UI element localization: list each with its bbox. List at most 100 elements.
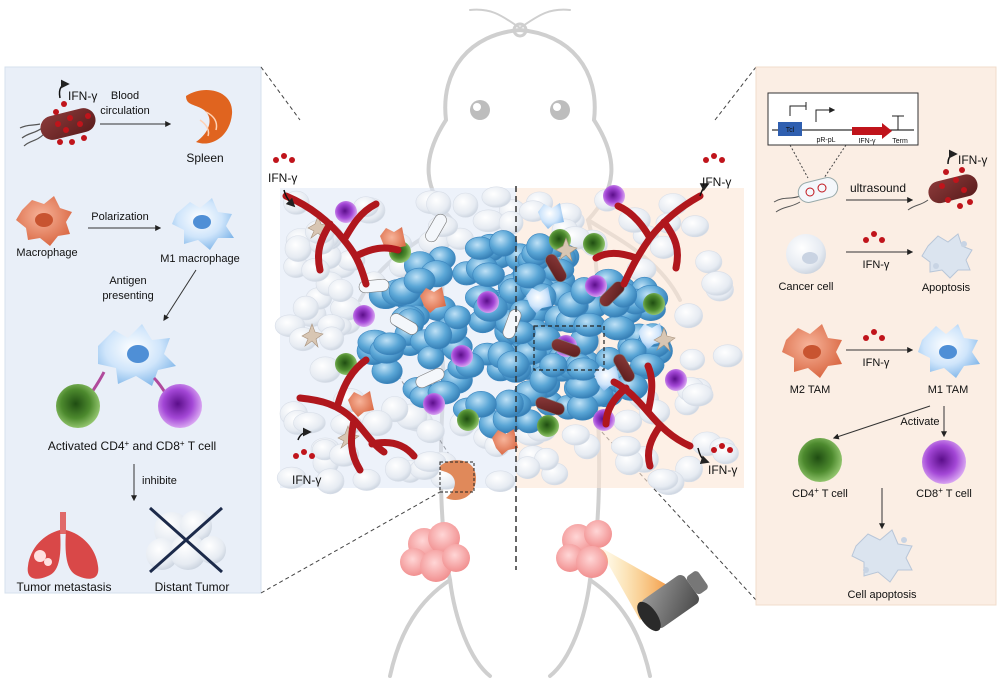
tissue-macrophage xyxy=(538,203,564,229)
ifng-arrow-label-2: IFN-γ xyxy=(863,357,890,369)
ifn-dot xyxy=(703,157,709,163)
cd4-t-cell-icon-left xyxy=(56,384,100,428)
tissue-normal-cell xyxy=(681,215,710,238)
tissue-tumor-cell xyxy=(539,353,568,378)
m2-tam-label: M2 TAM xyxy=(790,384,831,396)
ifn-release-arrow xyxy=(297,427,312,441)
tissue-immune-cell xyxy=(585,275,607,297)
cancer-cell-label: Cancer cell xyxy=(778,281,833,293)
tumor-left-icon xyxy=(400,522,470,582)
zoom-box-center xyxy=(533,325,605,371)
tissue-tumor-cell xyxy=(472,262,505,287)
tissue-blood-vessel xyxy=(592,192,704,288)
tissue-blood-vessel xyxy=(602,362,694,470)
tissue-immune-cell xyxy=(603,185,625,207)
tissue-immune-cell xyxy=(665,369,687,391)
apc-cell-icon xyxy=(98,324,176,386)
cd8-t-cell-icon-right xyxy=(922,440,966,484)
tissue-macrophage xyxy=(492,429,518,455)
blood-circulation-label-2: circulation xyxy=(100,105,150,117)
left-panel-background xyxy=(4,66,262,594)
ifn-dot xyxy=(711,153,717,159)
tissue-tumor-cell xyxy=(601,315,636,341)
mouse-eye-right xyxy=(550,100,570,120)
cd8-t-cell-label: CD8+ T cell xyxy=(916,486,972,501)
cd4-t-cell-label: CD4+ T cell xyxy=(792,486,848,501)
spleen-label: Spleen xyxy=(186,151,223,165)
tissue-tumor-cell xyxy=(489,230,518,257)
ifn-dot xyxy=(273,157,279,163)
tissue-normal-cell xyxy=(712,442,739,465)
tissue-macrophage xyxy=(526,287,552,313)
tissue-normal-cell xyxy=(316,468,345,495)
tissue-immune-cell xyxy=(537,415,559,437)
ifn-dot xyxy=(293,453,299,459)
circuit-promoter-label: pR-pL xyxy=(816,137,835,144)
tissue-normal-cell xyxy=(695,250,723,274)
inhibite-label: inhibite xyxy=(142,475,177,487)
tissue-normal-cell xyxy=(328,278,354,303)
circuit-gene-label: IFN-γ xyxy=(858,138,876,145)
spleen-small-icon xyxy=(439,460,476,500)
tissue-dendritic-cell xyxy=(301,323,324,348)
apoptotic-cell-icon xyxy=(921,233,973,279)
ifn-release-arrow xyxy=(697,447,710,464)
cd8-t-cell-icon-left xyxy=(158,384,202,428)
ifn-release-arrow xyxy=(283,189,296,208)
activate-label: Activate xyxy=(900,416,939,428)
tissue-dendritic-cell xyxy=(653,327,676,352)
tissue-normal-cell xyxy=(452,192,479,218)
tissue-normal-cell xyxy=(276,466,307,489)
tissue-normal-cell xyxy=(416,419,445,444)
cell-apoptosis-icon xyxy=(851,529,913,583)
tissue-normal-cell xyxy=(610,435,641,457)
distant-tumor-icon xyxy=(146,506,226,574)
bacterium-secreting-icon xyxy=(907,149,978,211)
lungs-icon xyxy=(27,512,99,579)
ifn-dot xyxy=(727,447,733,453)
cancer-cell-icon xyxy=(786,234,826,274)
tissue-normal-cell xyxy=(485,470,516,493)
tissue-normal-cell xyxy=(293,412,326,434)
tissue-immune-cell xyxy=(477,291,499,313)
blood-circulation-label-1: Blood xyxy=(111,90,139,102)
tissue-normal-cell xyxy=(679,348,706,371)
tissue-normal-cell xyxy=(514,456,541,479)
apoptosis-label: Apoptosis xyxy=(922,282,971,294)
m1-tam-label: M1 TAM xyxy=(928,384,969,396)
ultrasound-label: ultrasound xyxy=(850,181,906,195)
tissue-tumor-cell xyxy=(573,312,606,337)
tumor-right-icon xyxy=(556,520,612,578)
tissue-normal-cell xyxy=(426,191,452,217)
tissue-bacterium xyxy=(613,353,635,383)
tissue-tumor-cell xyxy=(417,345,445,370)
tissue-bacterium xyxy=(551,338,581,358)
antigen-label-2: presenting xyxy=(102,290,153,302)
tissue-normal-cell xyxy=(681,383,714,407)
tissue-bacterium xyxy=(389,313,419,335)
tissue-normal-cell xyxy=(481,186,512,208)
cd4-t-cell-icon-right xyxy=(798,438,842,482)
tissue-tumor-cell xyxy=(373,332,407,356)
tissue-normal-cell xyxy=(613,409,643,433)
tissue-macrophage xyxy=(420,287,446,313)
arrow-activate-cd4 xyxy=(832,405,931,440)
ifn-dot xyxy=(289,157,295,163)
tissue-tumor-cell xyxy=(567,357,600,381)
ifn-dot xyxy=(281,153,287,159)
tissue-tumor-cell xyxy=(424,321,453,350)
ifn-dot xyxy=(719,443,725,449)
tissue-tumor-cell xyxy=(443,305,471,330)
tissue-macrophage xyxy=(638,323,664,349)
ifn-dot xyxy=(309,453,315,459)
m1-macrophage-label: M1 macrophage xyxy=(160,253,240,265)
tissue-bacterium xyxy=(425,213,447,243)
tissue-immune-cell xyxy=(353,305,375,327)
tissue-immune-cell xyxy=(643,293,665,315)
macrophage-icon xyxy=(16,196,72,246)
tumor-tissue xyxy=(273,153,743,496)
polarization-label: Polarization xyxy=(91,211,148,223)
ifn-dot xyxy=(301,449,307,455)
m2-tam-icon xyxy=(782,324,842,378)
